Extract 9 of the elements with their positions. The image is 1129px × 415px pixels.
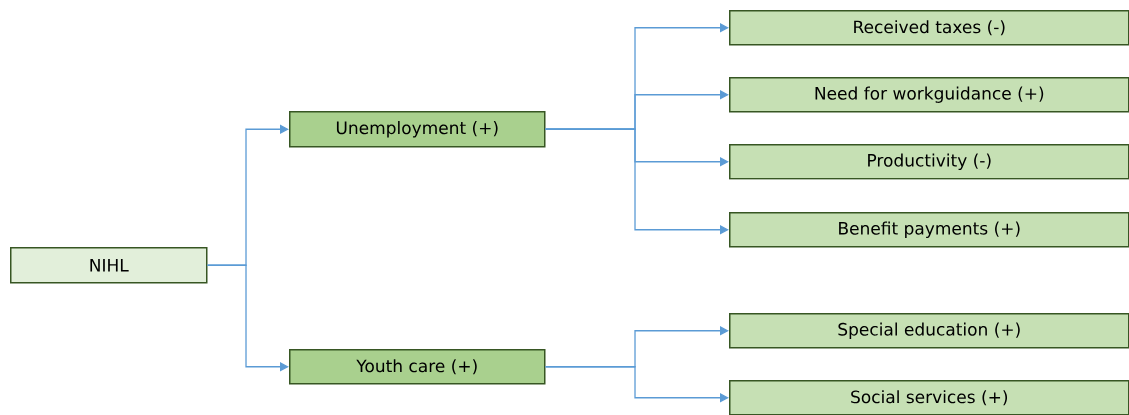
root-box: NIHL: [10, 247, 208, 284]
category-box: Youth care (+): [289, 349, 546, 385]
effect-box: Productivity (-): [729, 144, 1129, 180]
effect-box: Social services (+): [729, 380, 1129, 415]
effect-box: Need for workguidance (+): [729, 77, 1129, 113]
category-box: Unemployment (+): [289, 111, 546, 148]
effect-box: Benefit payments (+): [729, 212, 1129, 248]
effect-box: Special education (+): [729, 313, 1129, 349]
effect-box: Received taxes (-): [729, 10, 1129, 46]
